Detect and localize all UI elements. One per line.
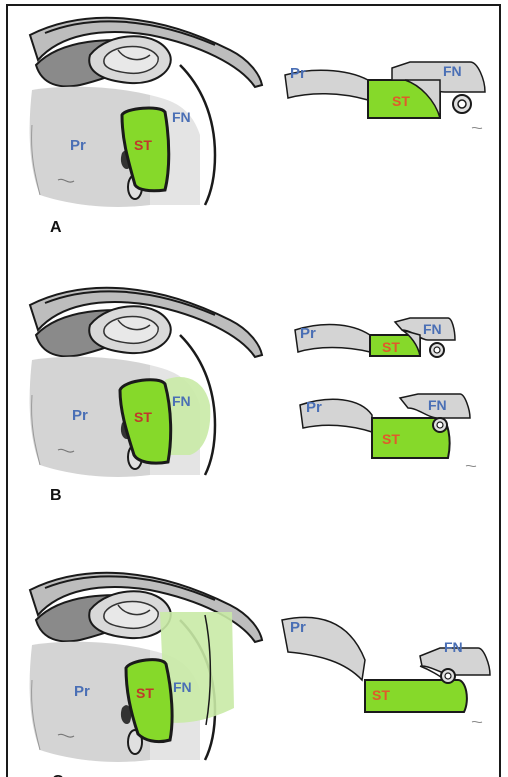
- panel-b-halo: [165, 377, 210, 455]
- panel-b-pr-label: Pr: [72, 407, 88, 424]
- panel-a: Pr ST FN Pr ST FN A: [30, 18, 485, 236]
- panel-b-axial-lower-st-label: ST: [382, 431, 400, 447]
- panel-b-axial-lower-fn-label: FN: [428, 397, 447, 413]
- panel-c-axial-fn-label: FN: [444, 639, 463, 655]
- panel-label-b: B: [50, 487, 62, 504]
- panel-b-axial-upper-st-label: ST: [382, 339, 400, 355]
- panel-label-c: C: [52, 773, 64, 777]
- panel-c-st-label: ST: [136, 685, 154, 701]
- panel-b-axial-upper-pr-label: Pr: [300, 325, 316, 342]
- panel-c-pr-label: Pr: [74, 683, 90, 700]
- panel-a-axial-st-label: ST: [392, 93, 410, 109]
- panel-c-axial-pr-label: Pr: [290, 619, 306, 636]
- panel-a-pr-label: Pr: [70, 137, 86, 154]
- panel-b-fn-label: FN: [172, 393, 191, 409]
- panel-c: Pr ST FN Pr ST FN C: [30, 573, 490, 777]
- panel-label-a: A: [50, 219, 62, 236]
- panel-a-axial-pr-label: Pr: [290, 65, 306, 82]
- panel-a-st-label: ST: [134, 137, 152, 153]
- panel-a-fn-label: FN: [172, 109, 191, 125]
- panel-c-fn-label: FN: [173, 679, 192, 695]
- panel-a-axial-fn-label: FN: [443, 63, 462, 79]
- panel-b-axial-lower-pr-label: Pr: [306, 399, 322, 416]
- panel-b-axial-upper-fn-label: FN: [423, 321, 442, 337]
- panel-c-axial: [282, 617, 490, 722]
- panel-c-axial-st-label: ST: [372, 687, 390, 703]
- panel-b-st-label: ST: [134, 409, 152, 425]
- panel-b: Pr ST FN Pr ST FN Pr ST FN B: [30, 288, 476, 504]
